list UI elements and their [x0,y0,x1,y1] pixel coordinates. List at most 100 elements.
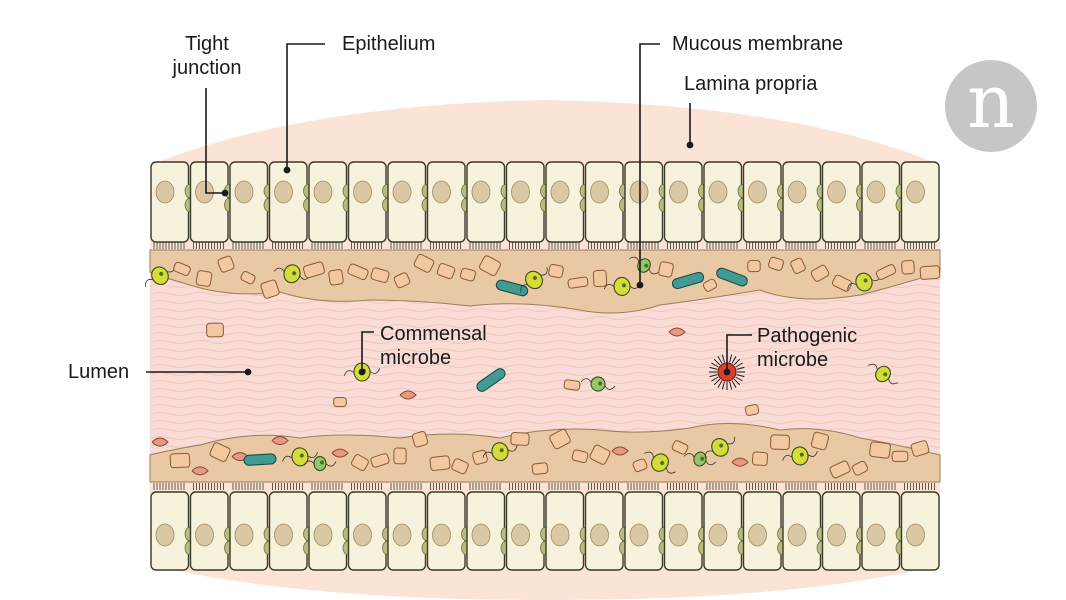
label-pathogenic-microbe: Pathogenic microbe [757,325,858,371]
epithelial-cell [387,161,427,243]
cell-nucleus [787,523,807,547]
lumen-wave [150,340,940,344]
lumen-wave [150,308,940,312]
cell-nucleus [866,523,886,547]
food-particle [869,441,891,459]
cell-nucleus [669,180,688,204]
food-particle [831,274,853,292]
microvilli [390,242,422,249]
epithelial-cell [703,161,743,243]
microvilli [351,242,382,249]
lumen-wave [150,420,940,424]
food-particle [173,261,191,276]
cell-nucleus [511,523,530,547]
microvilli [706,483,738,490]
flagella [782,450,818,461]
microbe-body [151,266,169,286]
microvilli [548,483,580,490]
nature-logo: n [945,60,1037,152]
flagella [629,256,659,275]
flagella [303,460,337,467]
food-particle [260,279,280,299]
food-particle [810,431,830,451]
food-particle [744,404,760,416]
microbe-body [651,453,669,472]
logo-letter: n [967,59,1015,145]
flagella [683,452,717,466]
food-particle [328,269,344,286]
microvilli [232,483,264,490]
food-particle [548,263,564,279]
microbe-body [291,447,309,467]
microbe-core [532,275,537,280]
microvilli [667,242,698,249]
cell-nucleus [155,180,175,204]
food-particle [702,278,718,292]
food-particle [510,432,530,446]
microvilli [588,483,619,490]
mucous-layer-top [149,249,941,314]
leader-epithelium [286,43,325,170]
microbe-core [883,372,888,377]
microbe-core [320,460,325,465]
flagella [520,267,548,293]
epithelial-cell [861,161,901,243]
flagella [343,368,381,376]
cell-nucleus [392,180,412,204]
lumen-wave [150,396,940,400]
cell-nucleus [353,523,372,547]
cell-nucleus [234,180,254,204]
lumen-wave [150,412,940,416]
food-particle [875,264,897,281]
commensal-microbe [683,451,717,467]
commensal-microbe [580,376,616,392]
microbe-body [671,271,705,290]
food-particle [370,267,390,283]
microvilli [746,242,777,249]
curved-microbe [151,437,169,447]
food-particle [751,451,769,466]
flagella [868,363,898,385]
cell-nucleus [471,523,491,547]
microvilli [509,483,540,490]
label-lamina-propria: Lamina propria [684,73,818,95]
cell-nucleus [313,523,333,547]
food-particle [910,440,930,457]
commensal-microbe [868,363,898,385]
microbe-core [159,271,164,276]
food-particle [351,454,369,471]
cell-nucleus [234,523,254,547]
microvilli [785,483,817,490]
commensal-microbe [482,442,518,462]
epithelial-cell [308,161,348,243]
food-particle [217,255,235,273]
epithelial-cell [584,161,624,243]
food-particle [411,431,429,448]
microvilli [627,483,659,490]
microbe-body [525,270,543,290]
leader-pathogenic [726,334,752,372]
cell-nucleus [511,180,530,204]
microbe-core [719,443,724,448]
epithelial-cell [268,161,308,243]
cell-nucleus [669,523,688,547]
food-particle [393,447,407,465]
cell-nucleus [748,523,767,547]
food-particle [429,455,451,471]
microvilli [746,483,777,490]
rod-microbe [495,279,529,297]
cell-nucleus [629,180,649,204]
microvilli [193,483,224,490]
microvilli [311,242,343,249]
food-particle [671,440,689,455]
microvilli [825,242,856,249]
curved-microbe [399,390,417,400]
cell-nucleus [906,180,925,204]
epithelial-cell [189,161,229,243]
label-commensal-microbe: Commensal microbe [380,323,487,369]
flagella [580,378,616,390]
microbe-core [621,283,626,288]
microbe-body [693,451,707,467]
curved-microbe [668,327,686,337]
food-particle [302,261,326,279]
